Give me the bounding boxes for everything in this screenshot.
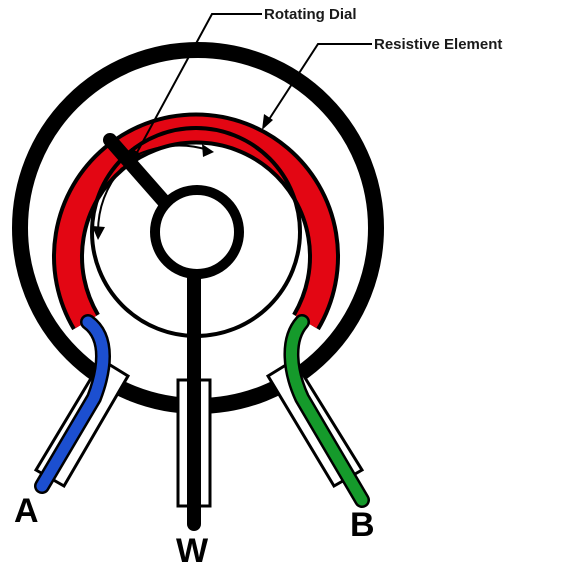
rotating-dial-leader-arrowhead-icon (130, 148, 141, 165)
arrowhead-counterclockwise-icon (92, 226, 105, 240)
resistive-element-leader-arrowhead-icon (262, 114, 273, 130)
terminal-a-wire-fill (36, 316, 109, 492)
rotating-dial-arm (103, 133, 175, 213)
resistive-element-leader (265, 43, 372, 125)
terminal-a-label: A (14, 492, 39, 530)
callout-leaders (130, 13, 372, 165)
rotating-dial-leader (133, 13, 262, 159)
terminal-b-wire-fill (286, 316, 368, 506)
rotating-dial-label: Rotating Dial (264, 6, 357, 23)
arrowhead-clockwise-icon (202, 144, 214, 157)
central-hub (150, 185, 244, 279)
resistive-element-label: Resistive Element (374, 36, 502, 53)
terminal-w-label: W (176, 532, 209, 570)
terminal-b-label: B (350, 506, 375, 544)
rotation-arc-counterclockwise (97, 167, 123, 233)
